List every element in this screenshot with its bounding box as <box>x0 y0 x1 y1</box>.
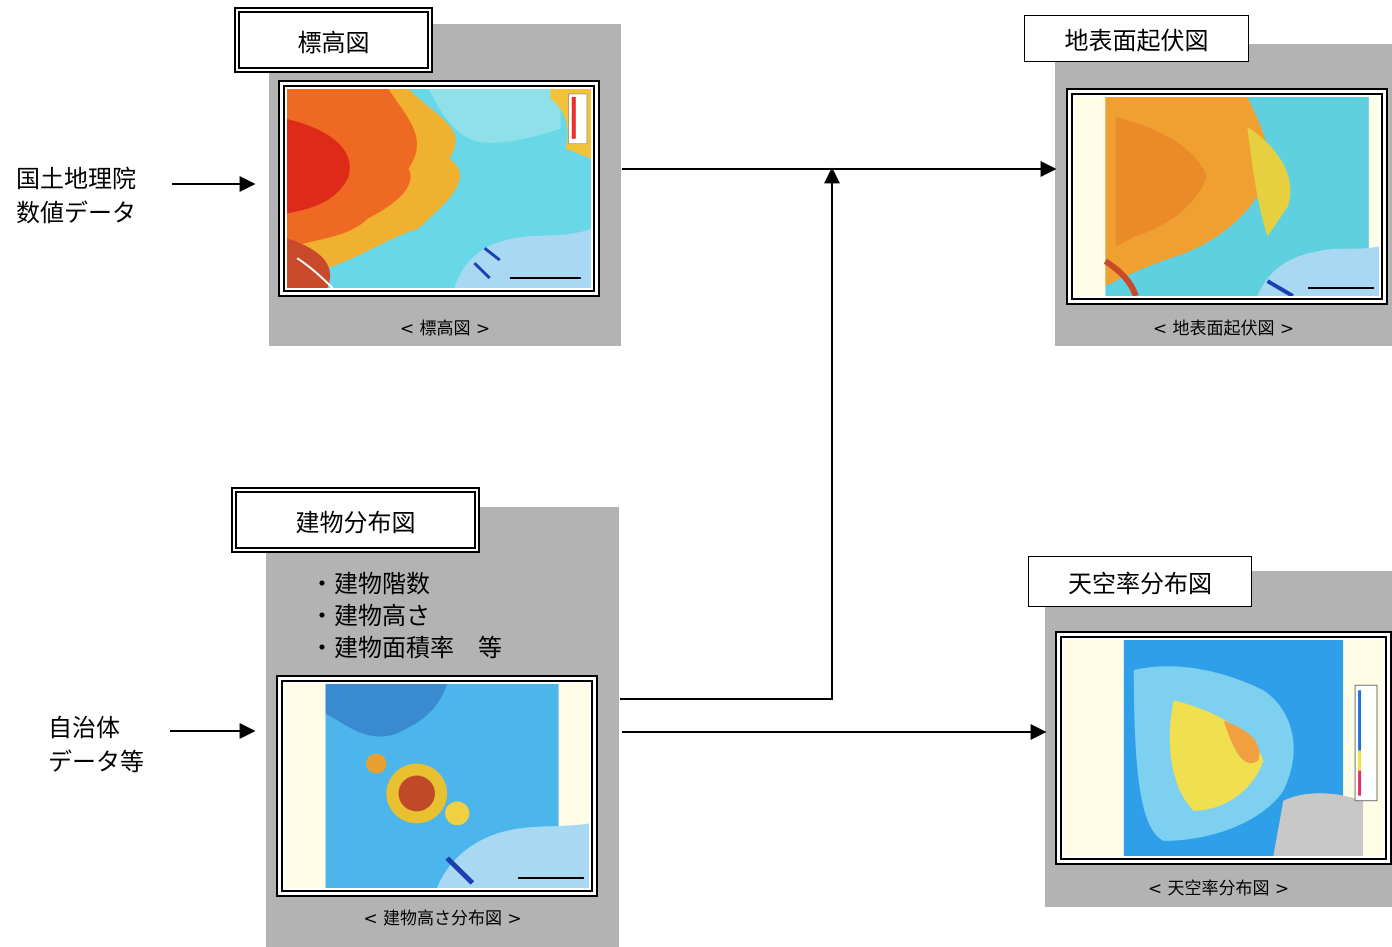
skyview-caption: < 天空率分布図 > <box>1147 879 1290 899</box>
elevation-map-image <box>287 89 591 288</box>
relief-title: 地表面起伏図 <box>1024 15 1249 62</box>
skyview-title: 天空率分布図 <box>1028 556 1252 607</box>
building-caption: < 建物高さ分布図 > <box>363 909 522 929</box>
relief-map-image <box>1075 97 1379 296</box>
building-attributes-list: ・建物階数 ・建物高さ ・建物面積率 等 <box>310 568 502 664</box>
source-municipal-label: 自治体 データ等 <box>48 711 144 779</box>
building-attribute-coverage: ・建物面積率 等 <box>310 634 502 662</box>
skyview-map-image <box>1064 640 1383 856</box>
relief-map[interactable] <box>1066 88 1388 305</box>
source-municipal-line2: データ等 <box>48 748 144 776</box>
source-gsi-line2: 数値データ <box>16 199 136 227</box>
source-gsi-label: 国土地理院 数値データ <box>16 162 136 230</box>
building-to-relief-arrow <box>620 167 840 700</box>
source-gsi-line1: 国土地理院 <box>16 165 136 193</box>
source-municipal-line1: 自治体 <box>48 714 120 742</box>
building-attribute-floors: ・建物階数 <box>310 570 430 598</box>
building-map-image <box>285 684 589 888</box>
building-title: 建物分布図 <box>231 487 480 553</box>
elevation-caption: < 標高図 > <box>399 319 491 339</box>
building-map[interactable] <box>276 675 598 897</box>
building-attribute-height: ・建物高さ <box>310 602 430 630</box>
relief-caption: < 地表面起伏図 > <box>1152 319 1295 339</box>
elevation-title: 標高図 <box>234 7 433 73</box>
elevation-map[interactable] <box>278 80 600 297</box>
skyview-map[interactable] <box>1055 631 1392 865</box>
